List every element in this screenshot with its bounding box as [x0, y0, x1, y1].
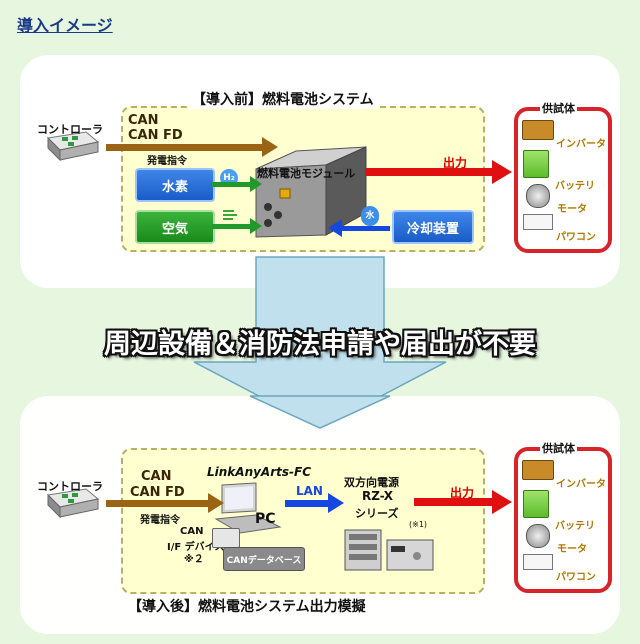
- can-arrow-top: [106, 137, 278, 157]
- fuel-cell-module-icon: [252, 143, 370, 242]
- air-wind-icon: [222, 207, 240, 226]
- before-arrows: [106, 137, 512, 237]
- controller-board-icon-bottom: [40, 485, 102, 527]
- before-can-label: CAN: [128, 113, 159, 128]
- pc-laptop-icon: [214, 481, 284, 547]
- test-item-motor: モータ: [557, 204, 587, 215]
- cooling-arrow: [328, 219, 390, 237]
- page-heading: 導入イメージ: [17, 16, 113, 35]
- lan-label: LAN: [296, 484, 323, 498]
- power-conditioner-icon-bottom: [523, 554, 553, 570]
- motor-icon: [526, 184, 550, 208]
- psu-label-line3: シリーズ: [355, 507, 399, 520]
- test-item-battery-bottom: バッテリ: [555, 521, 595, 532]
- product-name: LinkAnyArts-FC: [207, 465, 312, 479]
- test-item-inverter: インバータ: [556, 139, 606, 150]
- after-title: 【導入後】燃料電池システム出力模擬: [128, 599, 366, 615]
- test-item-power-conditioner-bottom: パワコン: [556, 572, 596, 583]
- can-database-label: CANデータベース: [226, 555, 302, 566]
- hydrogen-arrow: [212, 176, 262, 192]
- power-conditioner-icon: [523, 214, 553, 230]
- test-item-power-conditioner: パワコン: [556, 232, 596, 243]
- pc-label: PC: [255, 511, 276, 527]
- hydrogen-supply-box: 水素: [135, 168, 215, 202]
- psu-label-line1: 双方向電源: [344, 476, 399, 489]
- before-controller-label: コントローラ: [37, 123, 103, 136]
- battery-icon: [523, 150, 549, 178]
- cooling-device-box: 冷却装置: [392, 210, 474, 244]
- test-item-inverter-bottom: インバータ: [556, 479, 606, 490]
- after-canfd-label: CAN FD: [130, 485, 185, 500]
- after-output-label: 出力: [450, 486, 475, 500]
- output-arrow-bottom: [414, 490, 512, 514]
- test-item-battery: バッテリ: [555, 181, 595, 192]
- test-body-title-top: 供試体: [540, 100, 577, 116]
- can-arrow-bottom: [106, 493, 224, 513]
- battery-icon-bottom: [523, 490, 549, 518]
- cooling-label: 冷却装置: [406, 221, 459, 237]
- can-if-line2: I/F デバイス: [167, 542, 225, 553]
- psu-note: (※1): [409, 520, 428, 529]
- before-output-label: 出力: [443, 156, 468, 170]
- air-arrow: [212, 218, 262, 234]
- test-item-motor-bottom: モータ: [557, 544, 587, 555]
- controller-board-icon: [40, 128, 102, 170]
- after-controller-label: コントローラ: [37, 480, 103, 493]
- power-supply-rack-icon: [343, 526, 435, 576]
- psu-label-line2: RZ-X: [362, 489, 393, 503]
- air-label: 空気: [161, 221, 188, 237]
- lan-arrow: [285, 493, 344, 513]
- fuel-cell-module-label: 燃料電池モジュール: [257, 167, 356, 180]
- inverter-icon-bottom: [522, 460, 554, 480]
- before-canfd-label: CAN FD: [128, 128, 183, 143]
- motor-icon-bottom: [526, 524, 550, 548]
- can-if-line1: CAN: [180, 526, 204, 537]
- can-if-line3: ※２: [184, 554, 204, 565]
- inverter-icon: [522, 120, 554, 140]
- air-supply-box: 空気: [135, 210, 215, 244]
- after-can-label: CAN: [141, 469, 172, 484]
- benefit-banner: 周辺設備＆消防法申請や届出が不要: [104, 329, 536, 360]
- output-arrow-top: [366, 160, 512, 184]
- after-power-command: 発電指令: [140, 515, 180, 526]
- water-drop-badge: 水: [361, 206, 379, 226]
- test-body-title-bottom: 供試体: [540, 440, 577, 456]
- hydrogen-label: 水素: [161, 179, 188, 195]
- before-power-command: 発電指令: [147, 156, 187, 167]
- before-title: 【導入前】燃料電池システム: [188, 89, 378, 109]
- can-database-box: CANデータベース: [223, 547, 305, 571]
